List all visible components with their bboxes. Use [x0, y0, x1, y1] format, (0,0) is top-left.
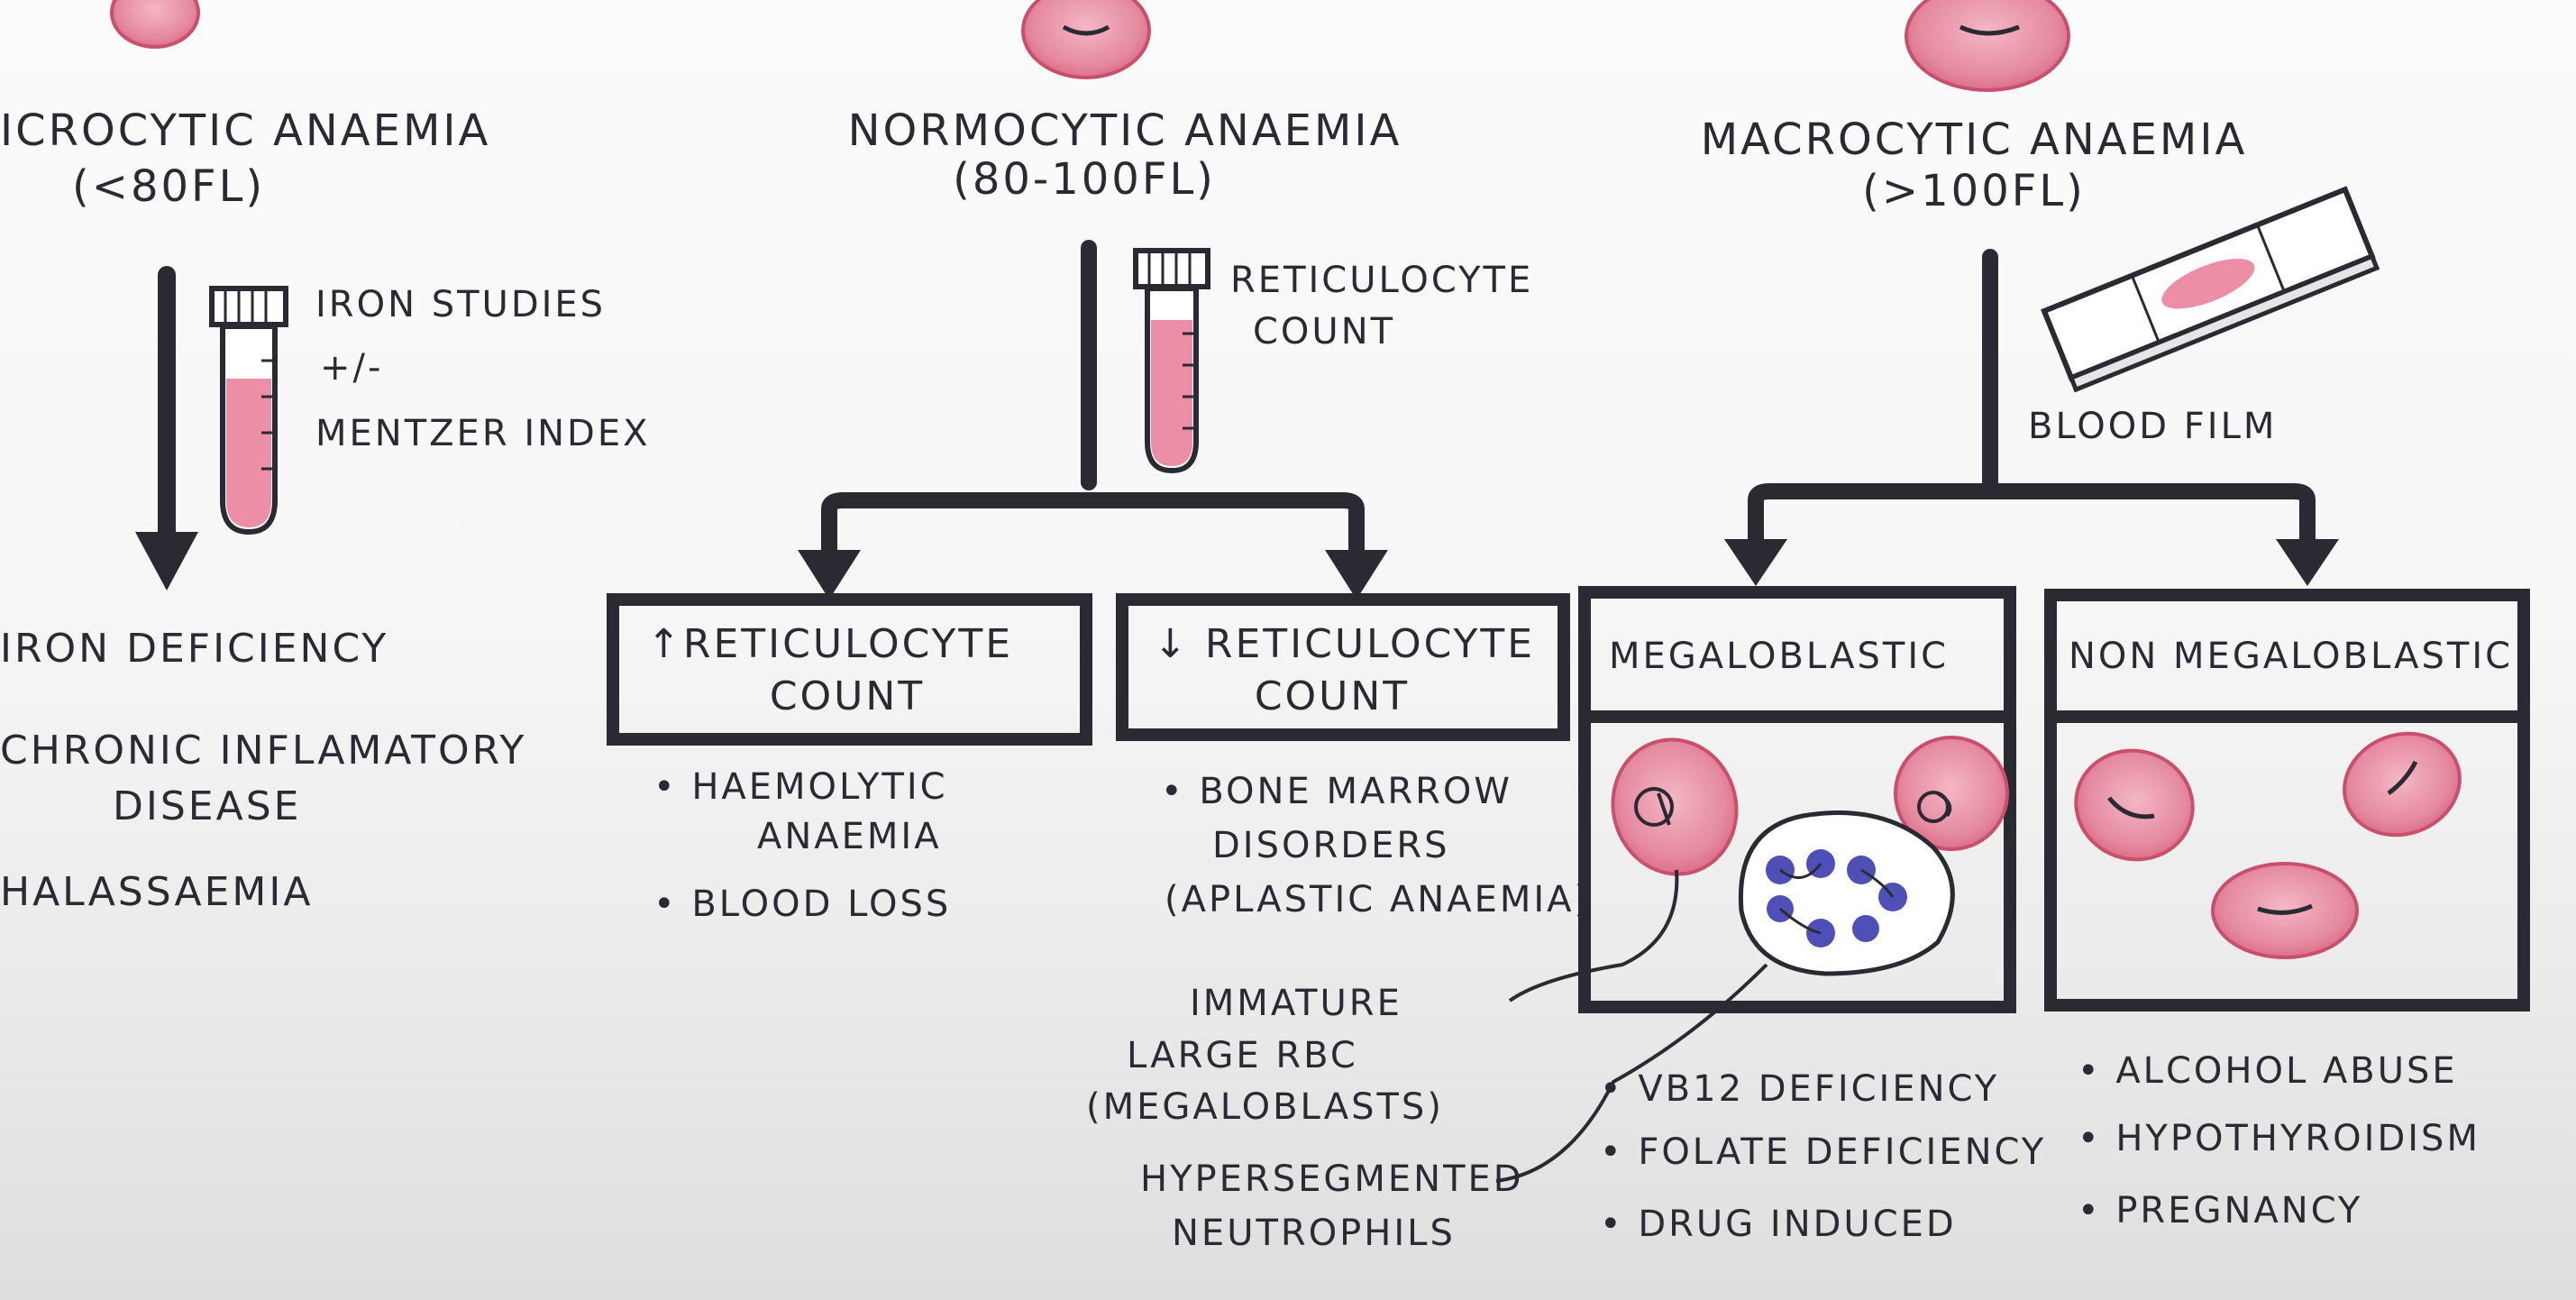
- non-megaloblastic-label: NON MEGALOBLASTIC: [2069, 636, 2514, 677]
- red-blood-cell-icon: [1611, 737, 1739, 876]
- high-retic-label: ↑RETICULOCYTE: [647, 621, 1014, 667]
- red-blood-cell-icon: [2343, 731, 2462, 838]
- microcytic-cause-1: IRON DEFICIENCY: [0, 626, 389, 672]
- normocytic-test-line-1: RETICULOCYTE: [1230, 260, 1534, 301]
- normocytic-title: NORMOCYTIC ANAEMIA: [847, 105, 1402, 156]
- megaloblast-annotation-2: LARGE RBC: [1127, 1035, 1358, 1076]
- high-retic-cause-1b: ANAEMIA: [757, 816, 942, 857]
- normocytic-test-line-2: COUNT: [1253, 311, 1396, 352]
- red-blood-cell-icon: [1894, 736, 2009, 851]
- red-blood-cell-icon: [110, 0, 200, 49]
- up-arrow-icon: ↑: [647, 621, 683, 667]
- normocytic-connector: [798, 240, 1388, 600]
- microcytic-test-line-2: +/-: [320, 347, 384, 389]
- microcytic-cause-2b: DISEASE: [113, 783, 302, 829]
- test-tube-icon: [209, 286, 288, 536]
- non-megaloblastic-cause-3: PREGNANCY: [2078, 1190, 2362, 1231]
- megaloblastic-cause-3: DRUG INDUCED: [1600, 1204, 1957, 1245]
- high-retic-cause-2: BLOOD LOSS: [653, 883, 951, 925]
- red-blood-cell-icon: [2211, 862, 2359, 959]
- low-retic-cause-1c: (APLASTIC ANAEMIA): [1165, 879, 1592, 920]
- low-retic-cause-1: BONE MARROW: [1161, 771, 1512, 812]
- microcytic-test-line-3: MENTZER INDEX: [315, 413, 651, 454]
- low-retic-label-2: COUNT: [1254, 673, 1411, 719]
- megaloblast-annotation-1: IMMATURE: [1190, 983, 1402, 1024]
- red-blood-cell-icon: [1021, 0, 1151, 79]
- macrocytic-title: MACROCYTIC ANAEMIA: [1700, 114, 2248, 165]
- normocytic-range: (80-100fl): [953, 154, 1216, 205]
- megaloblastic-cause-1: VB12 DEFICIENCY: [1600, 1068, 1999, 1110]
- macrocytic-test-line-1: BLOOD FILM: [2028, 406, 2278, 447]
- non-megaloblastic-cause-2: HYPOTHYROIDISM: [2078, 1118, 2480, 1159]
- neutrophil-annotation-1: HYPERSEGMENTED: [1140, 1158, 1524, 1200]
- neutrophil-annotation-2: NEUTROPHILS: [1172, 1213, 1456, 1254]
- microcytic-title: ICROCYTIC ANAEMIA: [0, 105, 491, 156]
- microcytic-range: (<80fl): [72, 161, 266, 212]
- megaloblastic-label: MEGALOBLASTIC: [1609, 636, 1950, 677]
- megaloblast-annotation-3: (MEGALOBLASTS): [1086, 1086, 1444, 1128]
- test-tube-icon: [1133, 248, 1210, 474]
- low-retic-box: [1116, 593, 1570, 741]
- down-arrow-icon: ↓: [1154, 621, 1190, 667]
- microcytic-arrow: [135, 266, 198, 590]
- high-retic-box: [607, 593, 1092, 746]
- high-retic-cause-1: HAEMOLYTIC: [653, 766, 948, 808]
- macrocytic-range: (>100fl): [1862, 166, 2086, 216]
- high-retic-label-2: COUNT: [769, 673, 926, 719]
- microcytic-cause-2: CHRONIC INFLAMATORY: [0, 728, 527, 774]
- macrocytic-connector: [1724, 249, 2339, 586]
- red-blood-cell-icon: [1905, 0, 2070, 92]
- megaloblast-pointer: [1508, 869, 1679, 1002]
- megaloblastic-cause-2: FOLATE DEFICIENCY: [1600, 1131, 2046, 1173]
- neutrophil-icon: [1738, 810, 1955, 976]
- non-megaloblastic-cause-1: ALCOHOL ABUSE: [2078, 1050, 2458, 1092]
- microcytic-test-line-1: IRON STUDIES: [315, 284, 607, 325]
- red-blood-cell-icon: [2074, 748, 2195, 862]
- microscope-slide-icon: [2041, 186, 2380, 393]
- megaloblastic-panel: [1578, 586, 2016, 1013]
- non-megaloblastic-panel: [2044, 589, 2530, 1012]
- microcytic-cause-3: HALASSAEMIA: [0, 869, 314, 915]
- low-retic-cause-1b: DISORDERS: [1212, 825, 1450, 866]
- low-retic-label: ↓ RETICULOCYTE: [1154, 621, 1536, 667]
